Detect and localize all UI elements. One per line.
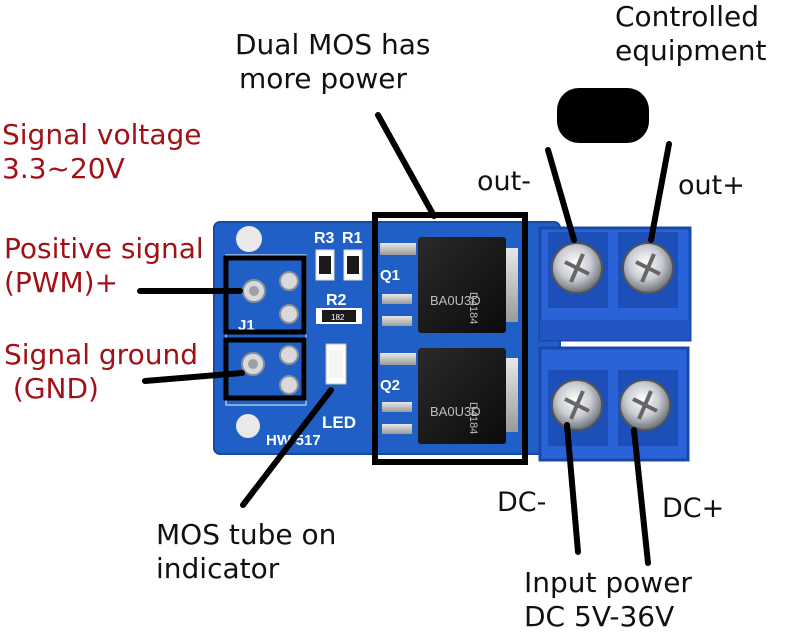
dual-mos-highlight (372, 212, 528, 465)
signal-ground-highlight (223, 337, 307, 401)
led-indicator: LED HW-517 (266, 343, 356, 449)
dc-minus-line (564, 422, 581, 555)
signal-ground-label: Signal ground (GND) (4, 338, 198, 405)
out-minus-line (545, 147, 577, 243)
out-plus-line (648, 141, 672, 243)
dc-plus-label: DC+ (662, 493, 725, 524)
input-power-label: Input power DC 5V-36V (524, 566, 692, 633)
svg-text:Q2: Q2 (380, 377, 400, 394)
svg-text:Q1: Q1 (380, 267, 400, 284)
svg-text:182: 182 (331, 313, 345, 322)
controlled-equipment-label: Controlled equipment (615, 0, 767, 67)
svg-text:BA0U3D: BA0U3D (430, 404, 481, 419)
svg-text:BA0U3D: BA0U3D (430, 293, 481, 308)
input-terminal-block (538, 346, 690, 462)
svg-text:R1: R1 (342, 230, 363, 247)
mos-indicator-line (240, 387, 334, 508)
positive-signal-highlight (223, 255, 307, 335)
signal-ground-line (142, 370, 245, 384)
dc-minus-label: DC- (497, 487, 547, 518)
dual-mos-label: Dual MOS has more power (235, 28, 431, 95)
mosfet-q1: Q1 D4184 BA0U3D (380, 237, 518, 333)
svg-text:R2: R2 (326, 292, 347, 309)
resistors: R3 R1 R2 182 (314, 230, 363, 324)
mos-indicator-label: MOS tube on indicator (156, 518, 337, 585)
svg-text:D4184: D4184 (467, 402, 479, 434)
mounting-hole (236, 414, 260, 438)
dc-plus-line (631, 427, 651, 566)
output-terminal-block (538, 226, 692, 342)
signal-voltage-label: Signal voltage 3.3~20V (2, 118, 202, 185)
out-minus-label: out- (477, 166, 531, 197)
annotation-lines (137, 112, 672, 566)
out-plus-label: out+ (678, 170, 745, 201)
svg-text:R3: R3 (314, 230, 335, 247)
svg-text:LED: LED (322, 413, 356, 432)
controlled-equipment-shape (557, 88, 649, 143)
positive-signal-label: Positive signal (PWM)+ (4, 232, 204, 299)
svg-text:D4184: D4184 (467, 292, 479, 324)
mosfet-q2: Q2 D4184 BA0U3D (380, 348, 518, 444)
mounting-hole (236, 226, 262, 252)
dual-mos-line (375, 112, 437, 219)
